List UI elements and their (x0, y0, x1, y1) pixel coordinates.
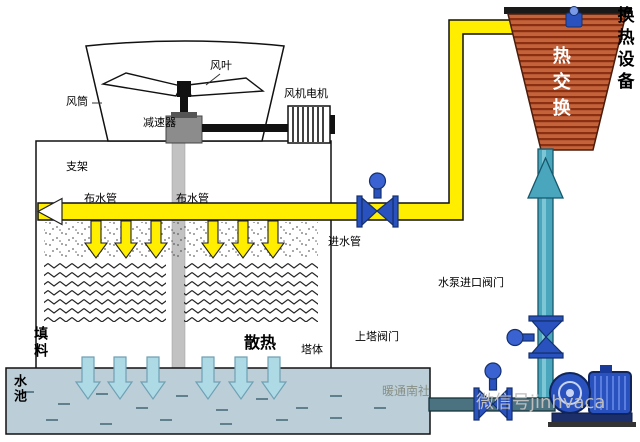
label-pump-inlet-valve: 水泵进口阀门 (438, 276, 504, 289)
suction-valve-icon (473, 362, 513, 421)
flow-up-arrow (527, 156, 564, 199)
watermark-brand: 暖通南社 (382, 384, 431, 398)
riser-pipe-highlight (542, 150, 546, 398)
label-fill-material: 填料 (32, 326, 49, 360)
water-surface-dashes (22, 391, 386, 425)
label-dist-pipe-left: 布水管 (84, 192, 117, 205)
label-water-pool: 水池 (10, 374, 26, 404)
pump-volute-ring (558, 381, 582, 405)
fan-shaft (180, 95, 188, 118)
watermark-wechat-id: 微信号jinhvaca (476, 392, 606, 413)
label-dist-pipe-right: 布水管 (176, 192, 209, 205)
fan-motor-box (287, 105, 335, 144)
motor-drive-bar (202, 124, 288, 132)
pump-shaft-center (566, 389, 574, 397)
heat-exchanger (504, 6, 632, 151)
label-heat-exchange-equipment: 换热设备 (613, 6, 634, 94)
heat-exchanger-coil (507, 13, 627, 151)
gearbox-cap (171, 112, 197, 118)
pool-basin (5, 367, 431, 435)
water-pool (5, 367, 431, 435)
fill-block-left (44, 260, 166, 322)
label-reducer: 减速器 (143, 116, 176, 129)
water-pump (548, 365, 636, 427)
riser-valve-icon (506, 315, 564, 359)
label-heat-exchange: 热交换 (549, 46, 571, 124)
fill-block-right (184, 260, 318, 322)
pump-terminal-box (600, 365, 612, 373)
label-inlet-pipe: 进水管 (328, 235, 361, 248)
fill-material-blocks (44, 260, 318, 322)
label-heat-dissipation: 散热 (244, 333, 277, 352)
label-fan-motor: 风机电机 (284, 87, 328, 100)
vent-valve-icon (565, 6, 583, 28)
pump-base-plate (548, 422, 636, 427)
label-fan-duct: 风筒 (66, 95, 88, 108)
pump-motor-fins (594, 376, 626, 410)
heat-exchanger-header (504, 7, 632, 14)
label-tower-body: 塔体 (301, 343, 323, 356)
fan-blade-leader-line (205, 73, 221, 86)
fan-hub (177, 81, 191, 97)
pipe-end-arrow (36, 197, 63, 226)
inlet-valve-icon (356, 172, 399, 228)
label-to-tower-valve: 上塔阀门 (355, 330, 399, 343)
spray-down-arrows (83, 220, 286, 259)
label-fan-blade: 风叶 (210, 59, 232, 72)
label-support-frame: 支架 (66, 160, 88, 173)
riser-pipe (527, 148, 564, 400)
pool-down-arrows (74, 356, 288, 401)
